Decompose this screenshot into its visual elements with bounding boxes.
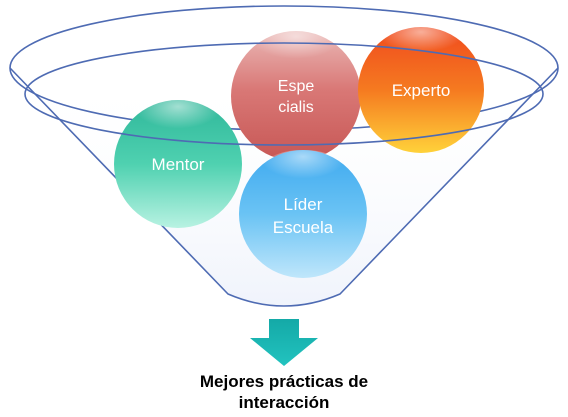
caption-line1: Mejores prácticas de bbox=[199, 372, 369, 391]
caption-line2: interacción bbox=[238, 393, 330, 412]
funnel-rim-inner bbox=[24, 42, 544, 146]
bubble-especialista: Espe cialis bbox=[231, 30, 361, 161]
result-caption: Mejores prácticas de interacción bbox=[134, 371, 434, 413]
especialista-label-line1: Espe bbox=[278, 78, 315, 95]
lider-escuela-label-line1: Líder bbox=[284, 195, 323, 214]
especialista-label-line2: cialis bbox=[278, 99, 314, 116]
down-arrow-icon bbox=[250, 319, 318, 366]
experto-label: Experto bbox=[392, 81, 451, 100]
bubble-mentor: Mentor bbox=[114, 100, 242, 228]
bubble-experto: Experto bbox=[358, 26, 484, 153]
mentor-label: Mentor bbox=[152, 155, 205, 174]
bubble-lider-escuela: Líder Escuela bbox=[239, 150, 367, 278]
lider-escuela-label-line2: Escuela bbox=[273, 218, 334, 237]
